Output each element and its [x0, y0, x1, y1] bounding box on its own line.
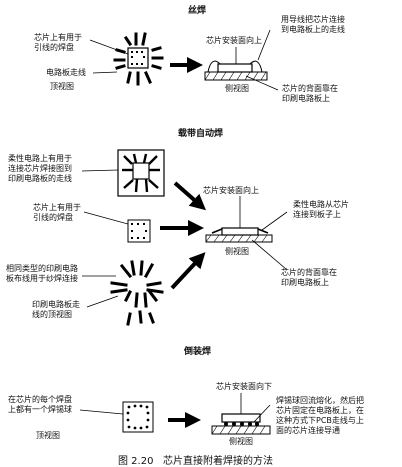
label-tab-pcb-topview: 印刷电路板走 线的顶视图	[32, 300, 80, 319]
label-wire-faceup: 芯片安装面向上	[206, 36, 262, 45]
label-wire-back: 芯片的背面靠在 印刷电路板上	[282, 84, 338, 103]
label-flip-sideview: 侧视图	[229, 437, 253, 446]
label-flip-ball: 在芯片的每个焊盘 上都有一个焊锡球	[8, 395, 72, 414]
label-tab-pads: 芯片上有用于 引线的焊盘	[33, 203, 81, 222]
tab-chip-top-view	[127, 219, 151, 243]
label-tab-back: 芯片的背面靠在 印刷电路板上	[281, 268, 337, 287]
section-title-wire-bond: 丝焊	[188, 6, 207, 16]
section-title-flip-chip: 倒装焊	[184, 347, 212, 357]
figure-caption: 图 2.20 芯片直接附着焊接的方法	[118, 456, 273, 467]
label-tab-sideview: 侧视图	[225, 247, 249, 256]
label-flip-reflow: 焊锡球回流熔化，然后把 芯片固定在电路板上，在 这种方式下PCB走线与上 面的芯…	[276, 396, 364, 435]
label-wire-pads: 芯片上有用于 引线的焊盘	[34, 33, 82, 52]
wire-bond-side-view	[204, 29, 279, 91]
label-flip-topview: 顶视图	[36, 431, 60, 440]
label-wire-sideview: 侧视图	[225, 84, 249, 93]
label-tab-faceup: 芯片安装面向上	[203, 186, 259, 195]
label-tab-same-pcb: 相同类型的印刷电路 板布线用于纱焊连接	[6, 264, 78, 283]
label-tab-flex-connect: 柔性电路从芯片 连接到板子上	[293, 200, 349, 219]
flip-chip-top-view	[122, 401, 154, 433]
section-title-tab: 载带自动焊	[178, 129, 224, 139]
tab-pcb-traces-top-view	[110, 260, 164, 326]
flip-chip-side-view	[211, 393, 271, 435]
tab-side-view	[205, 196, 288, 270]
label-wire-bond-wire: 用导线把芯片连接 到电路板上的走线	[281, 15, 345, 34]
wire-bond-top-view	[113, 32, 164, 86]
label-tab-flex: 柔性电路上有用于 连接芯片焊接图到 印刷电路板的走线	[8, 154, 72, 183]
label-flip-facedown: 芯片安装面向下	[216, 382, 272, 391]
label-wire-topview: 顶视图	[50, 82, 74, 91]
tab-flex-top-view	[117, 149, 165, 197]
label-wire-trace: 电路板走线	[46, 68, 86, 77]
